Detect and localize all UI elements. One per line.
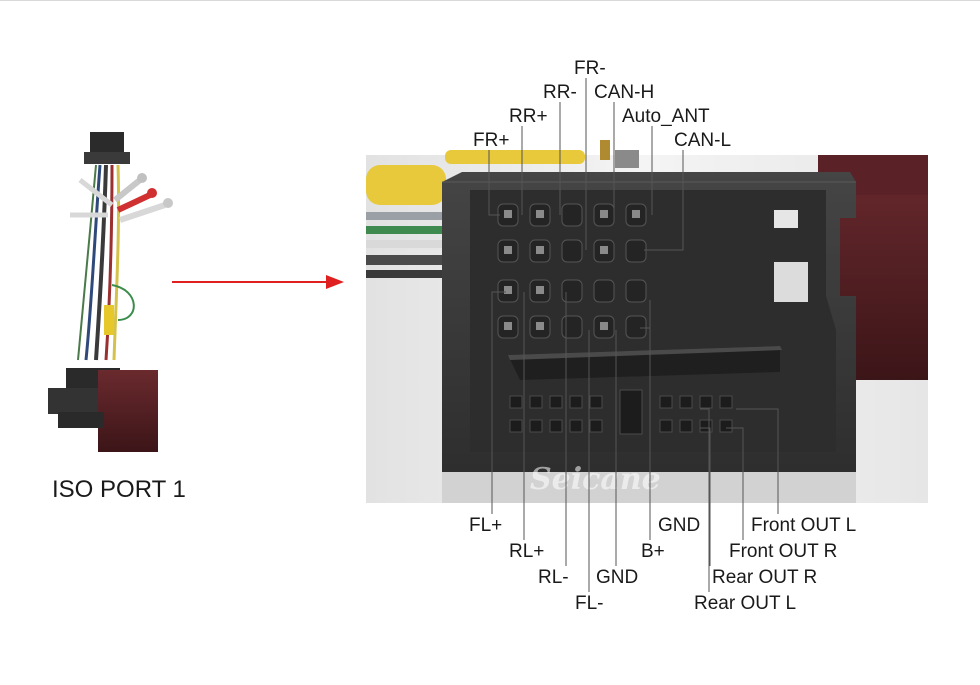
pin-label-gnd-left: GND [596,567,638,588]
pin-label-can-h: CAN-H [594,82,654,103]
pin-label-rl-minus: RL- [538,567,569,588]
pin-label-rear-out-l: Rear OUT L [694,593,796,614]
lead-front-out-r [726,427,744,540]
top-pin-labels: FR- RR- CAN-H RR+ Auto_ANT FR+ CAN-L [473,58,731,151]
pin-label-rr-plus: RR+ [509,106,548,127]
lead-can-l [644,150,684,251]
pin-label-rear-out-r: Rear OUT R [712,567,817,588]
lead-rear-out-r [700,427,711,566]
pin-label-front-out-l: Front OUT L [751,515,856,536]
pin-label-front-out-r: Front OUT R [729,541,837,562]
lead-fl-plus [491,291,506,514]
pin-label-rl-plus: RL+ [509,541,544,562]
pin-label-fr-plus: FR+ [473,130,509,151]
connector-photo: Seicane [366,140,928,503]
pin-leader-lines [488,78,779,592]
pin-label-auto-ant: Auto_ANT [622,106,710,127]
red-arrow-icon [172,275,344,289]
lead-rear-out-l [700,408,710,592]
pin-label-rr-minus: RR- [543,82,577,103]
lead-fr-plus [488,150,500,216]
pin-label-fl-minus: FL- [575,593,604,614]
pin-label-can-l: CAN-L [674,130,731,151]
harness-thumbnail [48,132,173,452]
top-divider [0,0,980,1]
lead-front-out-l [736,408,779,514]
bottom-pin-labels: FL+ GND Front OUT L RL+ B+ Front OUT R R… [469,515,856,614]
pin-label-fr-minus: FR- [574,58,606,79]
watermark: Seicane [530,462,661,497]
pin-label-fl-plus: FL+ [469,515,502,536]
port-title: ISO PORT 1 [52,476,186,503]
pin-label-b-plus: B+ [641,541,665,562]
pin-label-gnd-right: GND [658,515,700,536]
